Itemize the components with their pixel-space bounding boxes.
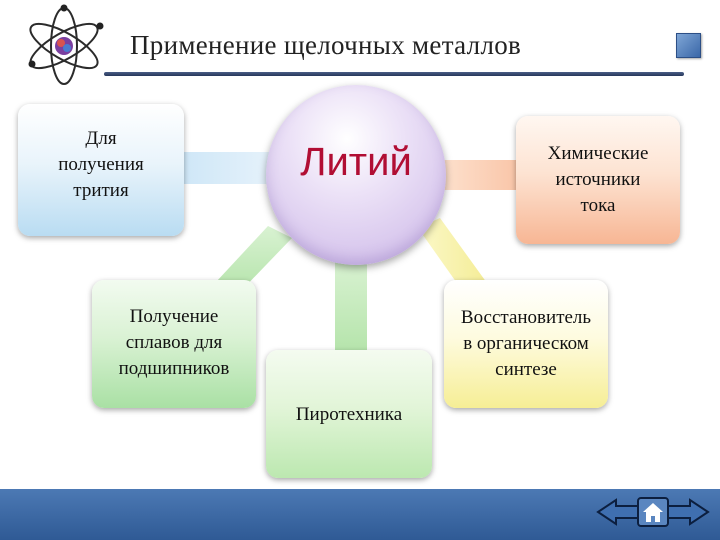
node-reducer-label: Восстановитель в органическом синтезе bbox=[460, 307, 592, 380]
connector-pyro bbox=[335, 260, 367, 352]
node-bearing-alloys: Получение сплавов для подшипников bbox=[92, 280, 256, 408]
back-arrow-icon[interactable] bbox=[596, 498, 640, 526]
node-reducing-agent: Восстановитель в органическом синтезе bbox=[444, 280, 608, 408]
connector-tritium bbox=[184, 152, 274, 184]
node-chemical-power-sources: Химические источники тока bbox=[516, 116, 680, 244]
square-icon[interactable] bbox=[676, 33, 701, 58]
title-underline bbox=[104, 72, 684, 76]
node-pyrotechnics: Пиротехника bbox=[266, 350, 432, 478]
center-circle bbox=[266, 85, 446, 265]
node-tritium-label: Для получения трития bbox=[58, 128, 144, 201]
atom-icon bbox=[28, 4, 104, 85]
connector-alloys bbox=[216, 226, 292, 292]
node-chem-label: Химические источники тока bbox=[547, 143, 649, 216]
node-tritium: Для получения трития bbox=[18, 104, 184, 236]
connector-chem bbox=[444, 160, 518, 190]
forward-arrow-icon[interactable] bbox=[666, 498, 710, 526]
page-title: Применение щелочных металлов bbox=[130, 30, 522, 60]
node-pyro-label: Пиротехника bbox=[295, 404, 403, 425]
center-label: Литий bbox=[300, 140, 412, 184]
home-icon[interactable] bbox=[637, 497, 669, 527]
node-alloys-label: Получение сплавов для подшипников bbox=[118, 306, 230, 379]
connector-reducer bbox=[418, 218, 492, 296]
